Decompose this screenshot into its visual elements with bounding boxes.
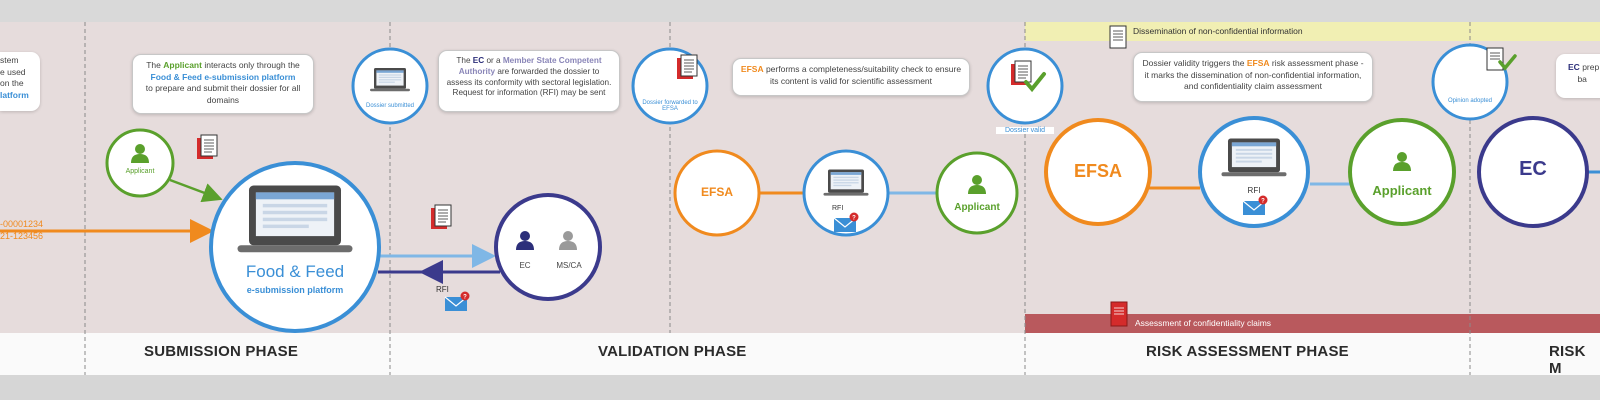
applicant-arrow xyxy=(169,178,223,203)
submitted-monitor-icon xyxy=(370,68,410,92)
validation-documents-icon xyxy=(430,204,452,230)
code-2: 21-123456 xyxy=(0,231,44,241)
left-line-2: e used xyxy=(0,66,26,77)
rm-callout-ec: EC xyxy=(1568,62,1580,72)
left-line-1: stem xyxy=(0,55,19,65)
code-1: -00001234 xyxy=(0,219,44,229)
rm-ec-label: EC xyxy=(1519,158,1547,180)
rm-callout: EC prep ba xyxy=(1556,54,1600,98)
opinion-check-icon xyxy=(1498,54,1517,71)
ec-msca-circle xyxy=(494,193,602,301)
dissemination-doc-icon xyxy=(1109,25,1127,49)
dissemination-label: Dissemination of non-confidential inform… xyxy=(1133,26,1303,36)
top-frame xyxy=(0,0,1600,22)
phase-submission: SUBMISSION PHASE xyxy=(144,343,299,360)
left-line-3: on the xyxy=(0,78,24,88)
reference-codes: -00001234 21-123456 xyxy=(0,218,43,242)
dossier-valid-circle xyxy=(986,47,1064,125)
ra-efsa-label: EFSA xyxy=(1073,161,1122,181)
efsa-check-circle xyxy=(673,149,761,237)
rm-ec-circle xyxy=(1477,116,1589,228)
ra-efsa-circle xyxy=(1044,118,1152,226)
phase-strip xyxy=(0,333,1600,375)
efsa-check-label: EFSA xyxy=(700,185,733,199)
efsa-rfi-label: RFI xyxy=(832,205,844,212)
ra-applicant-label: Applicant xyxy=(1372,183,1432,198)
platform-title: Food & Feed xyxy=(245,262,345,281)
ec-label: EC xyxy=(519,261,531,270)
msca-label: MS/CA xyxy=(556,261,582,270)
dossier-submitted-label: Dossier submitted xyxy=(365,103,415,109)
ra-rfi-label: RFI xyxy=(1247,186,1261,195)
validation-callout-ec: EC xyxy=(472,56,485,65)
ra-monitor-icon xyxy=(1221,138,1287,177)
submission-callout-platform: Food & Feed e-submission platform xyxy=(150,71,296,82)
risk-assessment-callout: Dossier validity triggers the EFSA risk … xyxy=(1133,52,1373,102)
bottom-frame xyxy=(0,375,1600,400)
dissemination-band xyxy=(1025,22,1600,41)
efsa-applicant-label: Applicant xyxy=(954,202,1000,213)
dossier-forwarded-label: Dossier forwarded to EFSA xyxy=(642,100,698,112)
ra-applicant-circle xyxy=(1348,118,1456,226)
forwarded-documents-icon xyxy=(676,54,698,80)
validation-callout-post: are forwarded the dossier to assess its … xyxy=(446,66,612,98)
phase-risk-assessment: RISK ASSESSMENT PHASE xyxy=(1146,343,1349,360)
confidentiality-band xyxy=(1025,314,1600,333)
rm-callout-rest: prep xyxy=(1582,62,1600,72)
efsa-check-callout-efsa: EFSA xyxy=(740,64,764,74)
efsa-monitor-icon xyxy=(823,169,869,196)
submission-callout-pre: The xyxy=(146,60,164,70)
dossier-valid-label: Dossier valid xyxy=(996,127,1054,134)
ra-callout-efsa: EFSA xyxy=(1246,58,1270,68)
platform-subtitle: e-submission platform xyxy=(246,285,344,295)
opinion-adopted-label: Opinion adopted xyxy=(1447,98,1493,104)
phase-risk-management: RISK M xyxy=(1549,343,1586,377)
submission-callout: The Applicant interacts only through the… xyxy=(132,54,314,114)
ra-callout-post: risk assessment phase - it marks the dis… xyxy=(1144,58,1364,91)
ra-callout-pre: Dossier validity triggers the xyxy=(1142,58,1247,68)
applicant-circle xyxy=(105,128,175,198)
confidentiality-doc-icon xyxy=(1110,301,1128,327)
phase-validation: VALIDATION PHASE xyxy=(598,343,747,360)
left-line-4: latform xyxy=(0,89,29,100)
platform-monitor-icon xyxy=(237,185,353,253)
submission-callout-post: to prepare and submit their dossier for … xyxy=(145,83,301,105)
efsa-check-callout-post: performs a completeness/suitability chec… xyxy=(763,64,962,86)
validation-callout: The EC or a Member State Competent Autho… xyxy=(438,50,620,112)
confidentiality-label: Assessment of confidentiality claims xyxy=(1135,318,1272,328)
rm-callout-line2: ba xyxy=(1577,74,1587,84)
validation-callout-or: or a xyxy=(484,56,503,65)
valid-check-icon xyxy=(1024,72,1046,93)
documents-icon xyxy=(196,134,218,160)
opinion-doc-icon xyxy=(1486,47,1504,71)
efsa-check-callout: EFSA performs a completeness/suitability… xyxy=(732,58,970,96)
applicant-label: Applicant xyxy=(125,168,155,175)
validation-callout-pre: The xyxy=(456,56,473,65)
submission-callout-applicant: Applicant xyxy=(163,60,202,70)
submission-callout-mid: interacts only through the xyxy=(201,60,300,70)
validation-rfi-label: RFI xyxy=(436,285,449,294)
validation-callout-msca: Member State Competent Authority xyxy=(458,56,602,76)
left-edge-callout: stem e used on the latform xyxy=(0,52,40,111)
